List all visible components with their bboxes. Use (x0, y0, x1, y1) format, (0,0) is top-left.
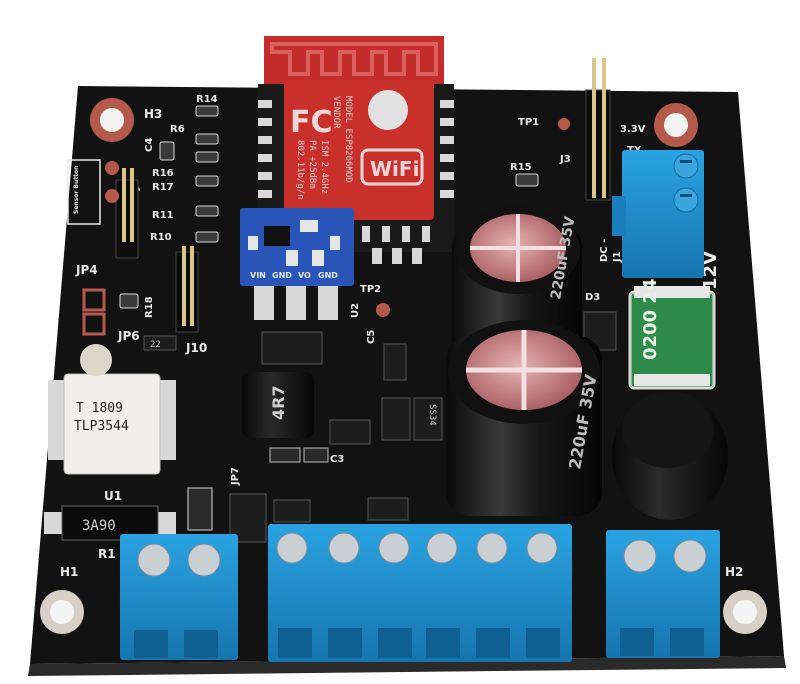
label-h2: H2 (725, 565, 743, 579)
opto-line2: TLP3544 (74, 419, 129, 434)
mounting-hole-h2 (723, 590, 767, 634)
vendor-logo-icon (368, 90, 408, 130)
label-h3: H3 (144, 107, 162, 121)
terminal-block-h2 (606, 530, 720, 658)
esp-line-2: ISM 2.4GHz (319, 140, 329, 194)
fuse-marking: 0200 24 (640, 279, 661, 360)
label-r6: R6 (170, 124, 185, 135)
mounting-hole-h1 (40, 590, 84, 634)
smd-resistor-group (119, 105, 539, 309)
reg-pin-vin: VIN (250, 271, 266, 280)
label-jp4: JP4 (75, 263, 98, 277)
esp-line-4: 802.11b/g/n (295, 140, 305, 200)
label-u1: U1 (104, 489, 122, 503)
label-r18: R18 (144, 296, 155, 318)
label-jp7: JP7 (230, 467, 241, 486)
esp8266-module: FC WiFi MODEL ESP8266MOD VENDOR ISM 2.4G… (258, 36, 454, 264)
mounting-hole-h3 (90, 98, 134, 142)
fc-logo: FC (290, 105, 333, 140)
jumper-pads (82, 161, 119, 336)
capacitor-2: 220uF 35V (446, 320, 602, 516)
choke (612, 392, 728, 520)
mounting-hole-tr (654, 103, 698, 147)
esp-line-1: VENDOR (331, 96, 341, 129)
label-r16: R16 (152, 168, 174, 179)
castellated-pads (258, 100, 454, 264)
label-u2: U2 (350, 303, 361, 318)
label-12v: 12V (700, 251, 721, 290)
pin-header-j3 (585, 58, 611, 201)
label-dc: DC - (599, 239, 610, 262)
diode-pack-marking: SS34 (427, 404, 437, 426)
esp-line-0: MODEL ESP8266MOD (343, 96, 353, 183)
label-j3: J3 (559, 154, 571, 165)
testpoint-tp1 (558, 118, 570, 130)
label-r17: R17 (152, 182, 174, 193)
wifi-logo: WiFi (370, 157, 419, 181)
fuse: 0200 24 (628, 279, 716, 390)
reg-pin-gnd1: GND (272, 271, 292, 280)
inductor: 4R7 (242, 372, 314, 438)
label-j1: J1 (612, 251, 623, 263)
label-c4: C4 (144, 138, 155, 152)
optocoupler-u1: T 1809 TLP3544 (48, 344, 176, 475)
pin-header-j10 (175, 246, 199, 333)
terminal-block-j1 (612, 150, 704, 278)
small-ic-marking: 22 (150, 340, 161, 350)
label-tp2: TP2 (360, 284, 381, 295)
label-tp1: TP1 (518, 117, 539, 128)
label-sensor: Sensor Button (73, 166, 80, 214)
terminal-block-main (268, 524, 572, 662)
label-c5: C5 (366, 330, 377, 344)
reg-pin-gnd2: GND (318, 271, 338, 280)
sensor-outline (67, 159, 101, 225)
label-c3: C3 (330, 454, 344, 465)
label-r15: R15 (510, 162, 532, 173)
esp-line-3: PA +25dBm (307, 140, 317, 189)
regulator-board: VIN GND VO GND (240, 208, 354, 320)
label-r10: R10 (150, 232, 172, 243)
pin-header-j8 (115, 168, 139, 259)
label-3v3: 3.3V (620, 124, 646, 135)
label-jp6: JP6 (117, 329, 140, 343)
label-r11: R11 (152, 210, 174, 221)
label-h1: H1 (60, 565, 78, 579)
terminal-block-r1 (120, 534, 238, 660)
inductor-marking: 4R7 (269, 385, 288, 420)
label-r1: R1 (98, 547, 116, 561)
label-j10: J10 (185, 341, 207, 355)
antenna-trace (270, 42, 438, 76)
mosfet-marking: 3A90 (82, 518, 116, 534)
label-d3: D3 (585, 292, 600, 303)
reg-pin-vo: VO (298, 271, 311, 280)
testpoint-tp2 (376, 303, 390, 317)
pcb-board (28, 86, 786, 676)
opto-line1: T 1809 (76, 401, 123, 416)
label-r14: R14 (196, 94, 218, 105)
